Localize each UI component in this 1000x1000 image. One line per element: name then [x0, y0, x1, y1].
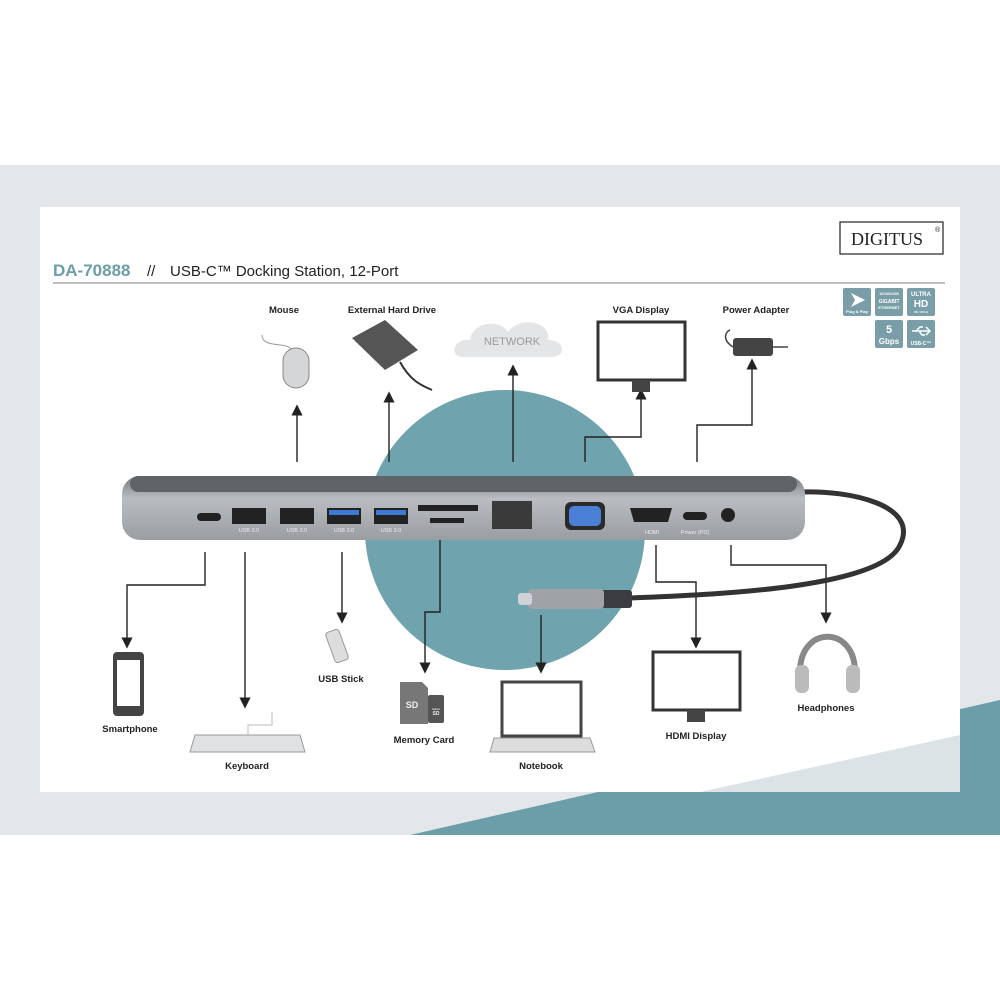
port-label-usb2-1: USB 2.0 — [239, 528, 259, 534]
sd-card-label: SD — [406, 700, 419, 710]
ethernet-port — [492, 501, 532, 529]
audio-jack — [721, 508, 735, 522]
port-label-usb2-2: USB 2.0 — [287, 528, 307, 534]
keyboard-device — [189, 712, 306, 753]
svg-text:USB-C™: USB-C™ — [911, 341, 932, 347]
digitus-logo: DIGITUS ® — [839, 221, 944, 255]
model-number: DA-70888 — [53, 261, 131, 280]
label-vga: VGA Display — [613, 305, 670, 316]
arrow-headphones — [730, 545, 832, 624]
label-smartphone: Smartphone — [102, 724, 157, 735]
page-title: USB-C™ Docking Station, 12-Port — [170, 263, 399, 280]
arrow-vga — [584, 388, 647, 462]
svg-text:ETHERNET: ETHERNET — [878, 305, 900, 310]
plug-and-play-icon — [851, 293, 865, 307]
connection-arrows — [121, 358, 832, 709]
label-usb-stick: USB Stick — [318, 674, 364, 685]
usb-icon — [912, 326, 932, 336]
arrow-hdmi — [655, 545, 702, 649]
hard-drive-device — [352, 320, 433, 391]
usb-stick-device — [325, 628, 349, 664]
mouse-device — [261, 334, 310, 389]
label-mouse: Mouse — [269, 305, 299, 316]
svg-text:ULTRA: ULTRA — [911, 292, 932, 298]
cloud-network-icon — [454, 322, 563, 357]
badge-plug-and-play: Plug & Play — [843, 288, 871, 316]
docking-station: USB 2.0 USB 2.0 USB 3.0 USB 3.0 HDMI Pow… — [122, 476, 805, 540]
port-label-usb3-1: USB 3.0 — [334, 528, 354, 534]
usb-c-cable — [629, 489, 906, 601]
port-label-power: Power (PD) — [681, 530, 710, 536]
smartphone-device — [113, 652, 144, 716]
port-label-hdmi: HDMI — [645, 530, 660, 536]
decor-triangle-light — [700, 735, 960, 792]
usb-c-connector — [518, 589, 632, 609]
hdmi-port — [630, 508, 672, 522]
arrow-memory-card — [419, 535, 441, 674]
microsd-slot — [430, 518, 464, 523]
svg-text:Plug & Play: Plug & Play — [846, 309, 869, 314]
svg-text:Gbps: Gbps — [879, 337, 900, 346]
label-memory-card: Memory Card — [394, 735, 455, 746]
label-hdmi-display: HDMI Display — [666, 731, 727, 742]
hdmi-monitor — [651, 650, 742, 722]
svg-text:HD: HD — [914, 299, 928, 310]
label-hdd: External Hard Drive — [348, 305, 436, 316]
svg-text:5: 5 — [886, 324, 892, 336]
usb2-port-1 — [232, 508, 266, 524]
headphones-device — [795, 633, 860, 693]
usb-c-port — [197, 513, 221, 521]
label-notebook: Notebook — [519, 761, 564, 772]
arrow-smartphone — [121, 552, 206, 649]
svg-text:4K / 30 Hz: 4K / 30 Hz — [914, 310, 929, 314]
sd-card-slot — [418, 505, 478, 511]
label-keyboard: Keyboard — [225, 761, 269, 772]
svg-text:®: ® — [935, 226, 941, 234]
svg-text:DIGITUS: DIGITUS — [851, 229, 923, 249]
notebook-device — [489, 680, 596, 753]
label-network: NETWORK — [484, 336, 541, 348]
arrow-power — [696, 358, 758, 462]
badge-usb-c: USB-C™ — [907, 320, 935, 348]
title-separator: // — [147, 263, 156, 280]
power-adapter-device — [724, 329, 788, 356]
svg-text:GIGABIT: GIGABIT — [879, 299, 900, 305]
label-power-adapter: Power Adapter — [723, 305, 790, 316]
label-headphones: Headphones — [797, 703, 854, 714]
port-label-usb3-2: USB 3.0 — [381, 528, 401, 534]
vga-monitor — [596, 320, 687, 392]
usb2-port-2 — [280, 508, 314, 524]
svg-text:10/100/1000: 10/100/1000 — [879, 292, 899, 296]
power-pd-port — [683, 512, 707, 520]
